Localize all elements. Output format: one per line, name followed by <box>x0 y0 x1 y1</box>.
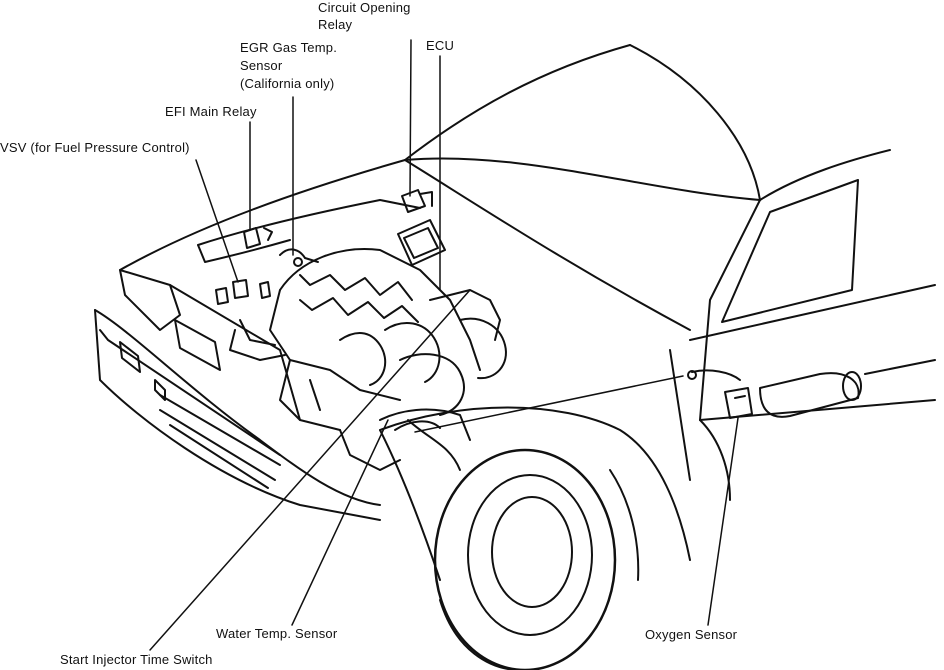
label-water-temp-sensor: Water Temp. Sensor <box>216 626 338 641</box>
cab-side-outline <box>669 149 936 501</box>
water-temp-sensor-component <box>394 420 441 431</box>
oxygen-sensor-component <box>687 369 753 419</box>
efi-main-relay-component <box>243 227 273 249</box>
label-oxygen-sensor: Oxygen Sensor <box>645 627 738 642</box>
label-ecu: ECU <box>426 38 455 53</box>
label-egr-sensor-line1: EGR Gas Temp. <box>240 40 338 55</box>
label-efi-main-relay: EFI Main Relay <box>165 104 257 119</box>
label-egr-sensor-line3: (California only) <box>240 76 335 91</box>
egr-sensor-component <box>279 248 319 267</box>
circuit-opening-relay-component <box>401 189 433 213</box>
ecu-component <box>397 219 446 266</box>
leader-lines <box>149 39 739 651</box>
engine-assembly <box>229 248 507 471</box>
label-circuit-opening-relay-line2: Relay <box>318 17 353 32</box>
fender-and-wheel <box>379 406 691 670</box>
label-vsv: VSV (for Fuel Pressure Control) <box>0 140 190 155</box>
label-circuit-opening-relay-line1: Circuit Opening <box>318 0 411 15</box>
windshield-outline <box>404 44 761 201</box>
label-egr-sensor-line2: Sensor <box>240 58 283 73</box>
vsv-component <box>215 279 271 305</box>
grille-and-front <box>94 269 381 521</box>
running-board <box>759 359 936 418</box>
label-start-injector-switch: Start Injector Time Switch <box>60 652 213 667</box>
